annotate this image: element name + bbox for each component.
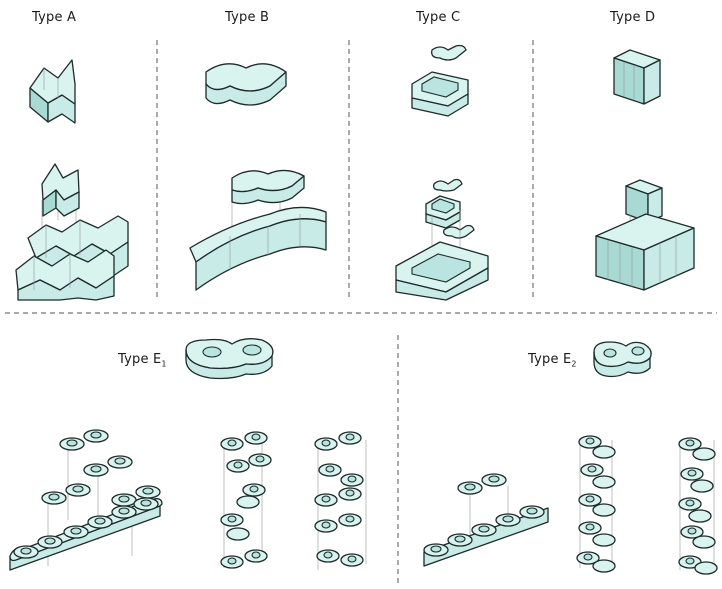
type-a-single-block: [30, 60, 75, 123]
e2-piece: [681, 526, 715, 548]
type-a-label: Type A: [32, 10, 76, 25]
type-e1-assembly-column-2: [315, 432, 366, 570]
type-d-label: Type D: [610, 10, 655, 25]
type-e1-single-block: [186, 339, 273, 379]
e2-piece: [577, 552, 615, 572]
type-e1-assembly-column-1: [221, 432, 271, 568]
type-c-assembly: [396, 180, 488, 301]
e1-piece: [315, 432, 361, 450]
e2-piece: [579, 494, 615, 516]
e1-chain: [10, 498, 162, 570]
e1-piece: [221, 514, 249, 540]
e1-piece: [237, 484, 265, 508]
type-d-assembly: [596, 180, 694, 290]
e1-piece: [221, 550, 267, 568]
type-e1-label-subscript: 1: [161, 360, 166, 369]
e2-chain: [424, 506, 548, 566]
e1-piece: [315, 514, 361, 532]
e1-piece: [221, 432, 267, 450]
type-e2-label-subscript: 2: [571, 360, 576, 369]
type-a-assembly: [16, 164, 128, 300]
type-d-single-block: [614, 50, 660, 104]
dividers: [5, 40, 717, 585]
e2-piece: [679, 438, 715, 460]
e1-piece: [315, 488, 361, 506]
e2-piece: [579, 522, 615, 546]
type-e1-label: Type E1: [118, 352, 167, 369]
e2-piece: [679, 498, 711, 522]
e2-piece: [579, 436, 615, 458]
e1-piece: [60, 430, 108, 450]
e1-piece: [42, 484, 90, 504]
e2-piece: [681, 468, 713, 492]
type-b-assembly: [190, 170, 326, 290]
type-e1-label-main: Type E: [118, 352, 161, 367]
type-e2-label: Type E2: [528, 352, 577, 369]
type-e1-assembly-diagonal: [10, 430, 162, 570]
e1-piece: [84, 456, 132, 476]
type-e2-assembly-column-2: [679, 438, 717, 574]
type-e2-assembly-column-1: [577, 436, 615, 572]
e2-piece: [458, 474, 506, 494]
e1-piece: [319, 464, 363, 486]
e2-piece: [581, 464, 615, 488]
type-e2-single-block: [594, 342, 651, 377]
type-b-label: Type B: [225, 10, 269, 25]
type-c-label: Type C: [416, 10, 460, 25]
e1-piece: [317, 550, 363, 566]
e2-piece: [679, 556, 717, 574]
e1-piece: [227, 454, 271, 472]
type-b-single-block: [206, 64, 286, 105]
type-e2-label-main: Type E: [528, 352, 571, 367]
type-e2-assembly-diagonal: [424, 474, 548, 566]
type-c-single-block: [412, 46, 468, 117]
